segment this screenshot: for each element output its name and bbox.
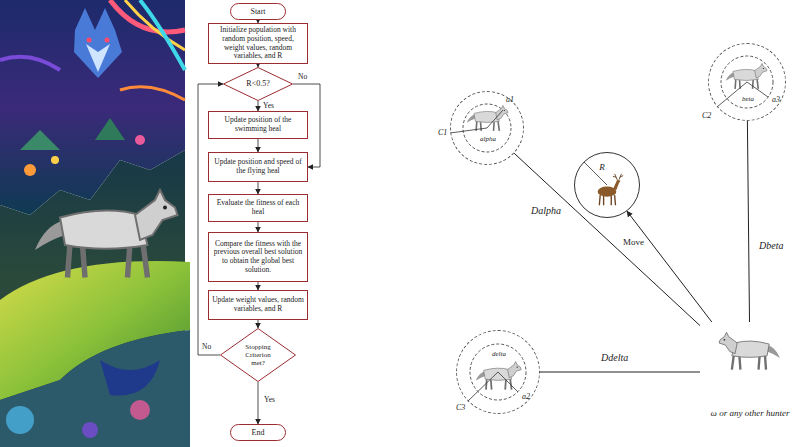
flow-arrow <box>258 139 259 152</box>
node-text: Evaluate the fitness of each heal <box>212 199 304 216</box>
hunter-zone: beta <box>708 43 786 121</box>
decision-diamond: R<0.5? <box>223 67 293 101</box>
edge-label: Yes <box>263 396 276 404</box>
node-text: Update position of the swimming heal <box>212 116 304 133</box>
callout-label: C2 <box>701 112 712 121</box>
node-text: R<0.5? <box>233 79 283 88</box>
callout-label: a2 <box>521 393 531 402</box>
node-text: End <box>252 428 265 437</box>
node-text: Update position and speed of the flying … <box>212 158 304 175</box>
edge-label: Dalpha <box>530 205 562 216</box>
node-text: ω or any other hunter <box>711 408 790 418</box>
edge-label: No <box>297 73 308 81</box>
edge-label: No <box>201 343 212 351</box>
terminal-box: Start <box>230 3 286 20</box>
decision-diamond: Stopping Criterion met? <box>220 328 296 382</box>
flow-arrow <box>258 320 259 328</box>
flow-arrow <box>258 382 259 424</box>
distance-line <box>627 211 712 322</box>
prey-zone: R <box>574 152 640 218</box>
node-text: R <box>599 162 605 172</box>
node-text: alpha <box>480 135 496 143</box>
edge-label: Yes <box>262 102 275 110</box>
process-box: Update position and speed of the flying … <box>208 152 308 182</box>
flow-arrow <box>258 222 259 232</box>
hunter-zone: delta <box>456 330 540 414</box>
process-box: Update weight values, random variables, … <box>208 290 308 320</box>
node-text: Compare the fitness with the previous ov… <box>212 240 304 275</box>
process-box: Initialize population with random positi… <box>208 23 308 64</box>
node-text: beta <box>742 95 754 103</box>
process-box: Compare the fitness with the previous ov… <box>208 232 308 282</box>
flow-arrow <box>258 282 259 290</box>
distance-line <box>514 153 700 325</box>
terminal-box: End <box>230 424 286 441</box>
flow-arrow <box>258 64 259 67</box>
edge-label: Ddelta <box>600 352 629 363</box>
node-text: Update weight values, random variables, … <box>212 296 304 313</box>
callout-label: a3 <box>771 96 781 105</box>
diamond-shape <box>224 68 293 101</box>
node-text: Stopping Criterion met? <box>238 343 278 367</box>
distance-line <box>747 121 749 322</box>
callout-label: a1 <box>505 96 515 105</box>
node-text: Initialize population with random positi… <box>212 26 304 61</box>
edge-label: Dbeta <box>758 240 784 251</box>
flow-arrow <box>258 101 259 111</box>
hunter: ω or any other hunter <box>700 322 800 422</box>
diamond-shape <box>221 329 296 382</box>
edge-label: Move <box>622 238 645 248</box>
process-box: Evaluate the fitness of each heal <box>208 194 308 222</box>
flow-arrow <box>258 182 259 194</box>
node-text: delta <box>492 350 506 358</box>
distance-line <box>540 372 700 373</box>
callout-label: C1 <box>437 129 448 138</box>
callout-label: C3 <box>455 404 466 413</box>
process-box: Update position of the swimming heal <box>208 111 308 139</box>
node-text: Start <box>250 7 265 16</box>
